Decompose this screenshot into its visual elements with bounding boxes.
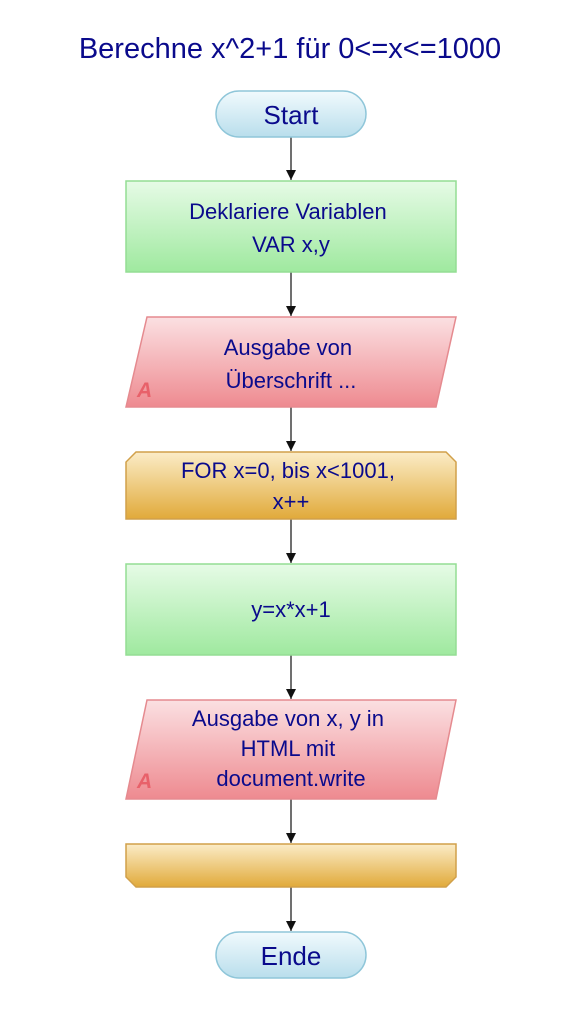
output-heading-line: Überschrift ... [226,368,357,393]
diagram-title: Berechne x^2+1 für 0<=x<=1000 [79,33,501,65]
declare-line: Deklariere Variablen [189,199,387,224]
output-heading-marker: A [136,379,152,402]
output-heading-label: Ausgabe von Überschrift ... [224,335,359,393]
output-values-marker: A [136,770,152,793]
end-label: Ende [261,941,322,971]
loop-end-node [125,843,457,888]
start-label: Start [264,100,320,130]
declare-label: Deklariere Variablen VAR x,y [189,199,393,257]
loop-start-label: FOR x=0, bis x<1001, x++ [181,458,401,514]
declare-node: Deklariere Variablen VAR x,y [125,180,457,273]
loop-start-line: x++ [273,489,310,514]
output-values-line: HTML mit [241,736,336,761]
output-heading-node: Ausgabe von Überschrift ... A [125,316,457,408]
end-node: Ende [215,931,367,979]
declare-line: VAR x,y [252,232,330,257]
output-values-node: Ausgabe von x, y in HTML mit document.wr… [125,699,457,800]
compute-line: y=x*x+1 [251,597,331,622]
start-node: Start [215,90,367,138]
loop-start-node: FOR x=0, bis x<1001, x++ [125,451,457,520]
output-values-line: Ausgabe von x, y in [192,706,384,731]
output-values-line: document.write [216,766,365,791]
loop-start-line: FOR x=0, bis x<1001, [181,458,395,483]
compute-label: y=x*x+1 [251,597,331,622]
output-heading-line: Ausgabe von [224,335,352,360]
output-values-label: Ausgabe von x, y in HTML mit document.wr… [192,706,390,791]
compute-node: y=x*x+1 [125,563,457,656]
